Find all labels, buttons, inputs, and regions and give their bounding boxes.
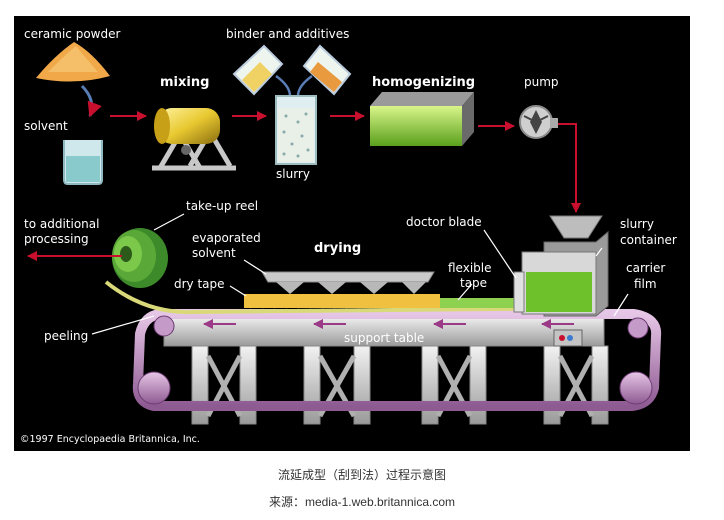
label-slurry: slurry — [276, 167, 310, 181]
binder-flask-right-icon — [302, 44, 352, 96]
label-solvent: solvent — [24, 119, 68, 133]
figure-source: 来源：media-1.web.britannica.com — [268, 495, 456, 509]
label-slurry-container-2: container — [620, 233, 677, 247]
slurry-container-icon — [513, 215, 609, 317]
figure-caption: 流延成型（刮到法）过程示意图 — [277, 468, 446, 482]
label-copyright: ©1997 Encyclopaedia Britannica, Inc. — [20, 434, 200, 445]
ceramic-powder-pile-icon — [36, 42, 110, 82]
label-drying: drying — [314, 241, 361, 256]
label-flexible-tape: tape — [460, 276, 487, 290]
left-roller-icon — [137, 371, 171, 405]
pump-icon — [519, 105, 558, 139]
label-carrier-film: film — [634, 277, 657, 291]
drying-hood-icon — [249, 271, 435, 309]
label-dry-tape: dry tape — [174, 277, 225, 291]
label-peeling: peeling — [44, 329, 88, 343]
label-evaporated: evaporated — [192, 231, 261, 245]
label-flexible: flexible — [448, 261, 492, 275]
powder-to-beaker-arrow — [80, 84, 102, 118]
homogenizer-box-icon — [370, 92, 474, 146]
label-to-additional: to additional — [24, 217, 99, 231]
dry-tape-strip-icon — [104, 280, 605, 315]
label-binder-additives: binder and additives — [226, 27, 349, 41]
label-pointer-lines — [91, 213, 629, 335]
wet-tape-layer-icon — [440, 298, 520, 308]
slurry-beaker-icon — [275, 95, 317, 165]
take-up-reel-icon — [112, 228, 168, 288]
label-ceramic-powder: ceramic powder — [24, 27, 120, 41]
label-take-up-reel: take-up reel — [186, 199, 258, 213]
label-support-table: support table — [344, 331, 424, 345]
control-panel-icon — [553, 329, 583, 347]
left-top-roller-icon — [153, 315, 175, 337]
label-carrier: carrier — [626, 261, 665, 275]
pump-to-container-arrow — [558, 123, 581, 213]
solvent-beaker-icon — [63, 140, 103, 185]
doctor-blade-icon — [513, 271, 525, 313]
tape-casting-diagram: ceramic powder binder and additives solv… — [14, 16, 690, 451]
label-doctor-blade: doctor blade — [406, 215, 482, 229]
flask-pour-left-icon — [275, 74, 292, 97]
label-mixing: mixing — [160, 75, 209, 90]
label-evaporated-solvent: solvent — [192, 246, 236, 260]
diagram-svg: ceramic powder binder and additives solv… — [20, 27, 677, 445]
binder-flask-left-icon — [232, 44, 284, 96]
label-processing: processing — [24, 232, 89, 246]
label-pump: pump — [524, 75, 559, 89]
label-homogenizing: homogenizing — [372, 75, 475, 90]
right-top-roller-icon — [627, 317, 649, 339]
right-roller-icon — [619, 371, 653, 405]
label-slurry-container-1: slurry — [620, 217, 654, 231]
mixer-drum-icon — [152, 108, 236, 171]
flask-pour-right-icon — [296, 74, 313, 97]
carrier-film-belt-icon — [132, 309, 662, 411]
